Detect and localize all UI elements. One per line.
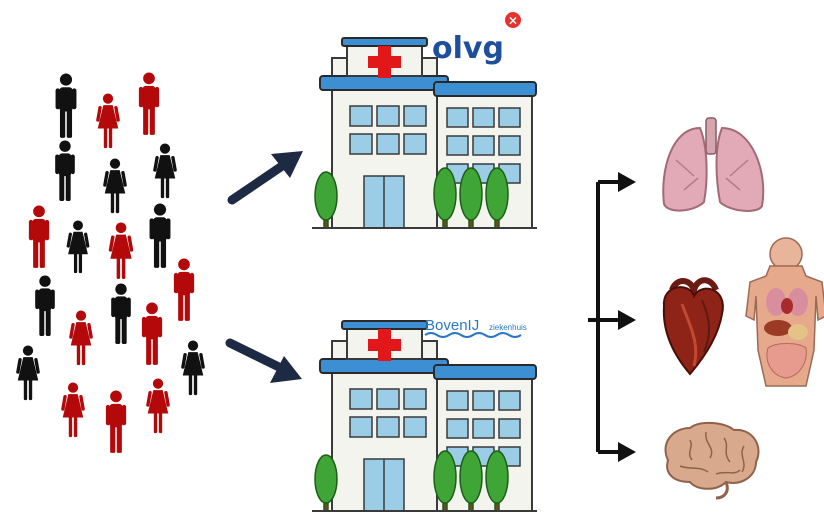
organ-bracket bbox=[588, 180, 620, 454]
hospital-building-icon bbox=[312, 319, 537, 513]
lungs-icon bbox=[662, 117, 765, 212]
arrow-to-olvg bbox=[227, 151, 303, 205]
bovenij-logo-sub: ziekenhuis bbox=[489, 323, 527, 332]
man-person-icon bbox=[111, 283, 131, 344]
olvg-logo: olvg bbox=[432, 31, 504, 66]
organ-arrowheads bbox=[618, 172, 636, 462]
man-person-icon bbox=[149, 203, 171, 268]
heart-icon bbox=[662, 277, 724, 376]
woman-person-icon bbox=[152, 143, 178, 199]
woman-person-icon bbox=[66, 220, 90, 274]
brain-icon bbox=[664, 422, 760, 500]
woman-person-icon bbox=[180, 340, 206, 396]
man-person-icon bbox=[138, 72, 160, 135]
man-person-icon bbox=[141, 302, 163, 365]
woman-person-icon bbox=[15, 345, 41, 401]
man-person-icon bbox=[105, 390, 127, 453]
woman-person-icon bbox=[102, 158, 128, 214]
arrow-to-bovenij bbox=[225, 338, 302, 383]
hospital-bovenij: BovenIJ ziekenhuis bbox=[312, 317, 537, 513]
woman-person-icon bbox=[60, 382, 86, 438]
man-person-icon bbox=[35, 275, 55, 336]
man-person-icon bbox=[55, 73, 77, 138]
bovenij-logo-wave bbox=[424, 332, 522, 338]
bovenij-logo: BovenIJ bbox=[425, 317, 479, 334]
woman-person-icon bbox=[108, 222, 134, 280]
torso-organs-icon bbox=[745, 237, 824, 387]
svg-text:×: × bbox=[508, 14, 518, 28]
crowd-of-people bbox=[15, 72, 206, 453]
hospital-building-icon bbox=[312, 37, 537, 229]
man-person-icon bbox=[55, 140, 75, 201]
man-person-icon bbox=[173, 258, 195, 321]
hospital-olvg: olvg × bbox=[312, 12, 537, 229]
man-person-icon bbox=[28, 205, 50, 268]
woman-person-icon bbox=[145, 378, 171, 434]
woman-person-icon bbox=[95, 93, 121, 149]
woman-person-icon bbox=[68, 310, 94, 366]
olvg-logo-badge bbox=[505, 12, 521, 28]
